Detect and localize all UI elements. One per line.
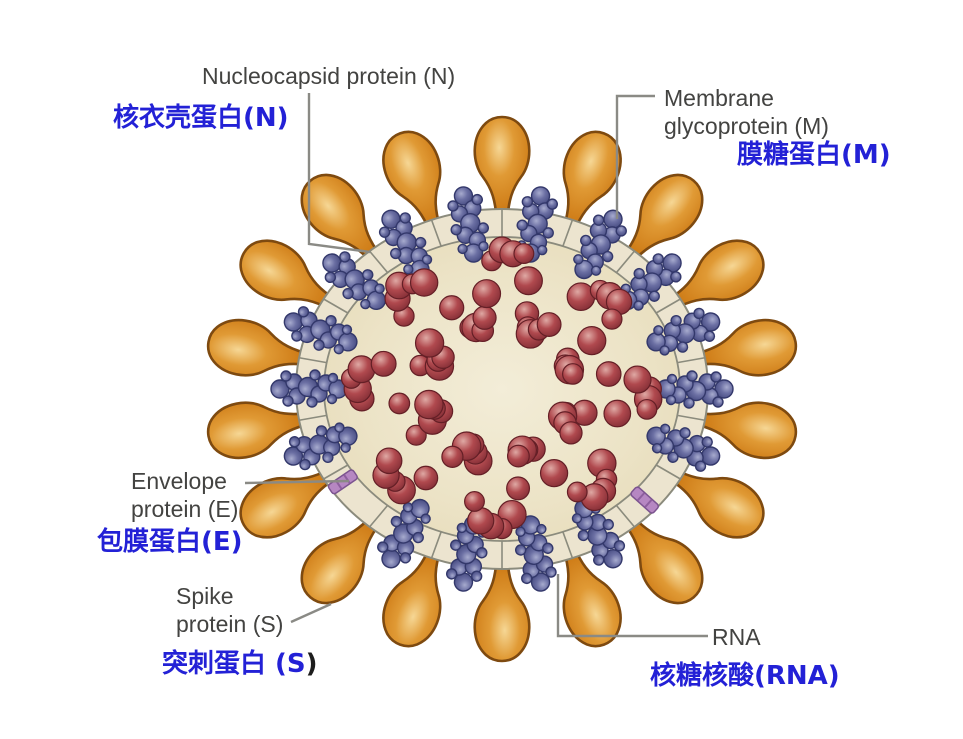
rna-bead — [623, 365, 652, 394]
membrane-segment-divider — [368, 504, 389, 528]
membrane-segment-divider — [562, 219, 574, 247]
rna-bead — [414, 328, 445, 358]
spike-protein — [473, 115, 531, 221]
membrane-glycoprotein-cluster — [447, 186, 490, 263]
rna-bead — [506, 444, 530, 468]
spike-protein — [692, 401, 798, 460]
membrane-segment-divider — [615, 504, 636, 528]
membrane-glycoprotein-cluster — [283, 306, 358, 355]
rna-bead — [472, 279, 502, 309]
rna-bead — [370, 350, 397, 377]
spike-protein — [300, 514, 382, 605]
label-spike-zh: 突刺蛋白 (S) — [162, 649, 318, 679]
spike-protein — [206, 401, 312, 460]
membrane-glycoprotein-cluster — [646, 307, 721, 356]
spike-protein — [562, 130, 622, 233]
rna-bead — [577, 326, 607, 356]
rna-bead — [566, 481, 588, 503]
label-nucleocapsid-zh: 核衣壳蛋白(N) — [113, 103, 289, 133]
membrane-glycoprotein-cluster — [646, 423, 721, 472]
spike-protein — [692, 318, 798, 377]
spike-protein — [473, 557, 531, 663]
membrane-segment-divider — [615, 250, 636, 274]
membrane-glycoprotein-cluster — [283, 422, 358, 471]
label-rna-en: RNA — [712, 624, 761, 650]
rna-bead — [601, 308, 623, 330]
membrane-glycoprotein-cluster — [656, 370, 734, 409]
spike-protein — [239, 467, 337, 539]
rna-bead — [413, 465, 439, 491]
leader-lines — [244, 93, 708, 638]
label-nucleocapsid-en: Nucleocapsid protein (N) — [202, 63, 456, 89]
rna-bead — [472, 305, 497, 330]
rna-bead — [464, 491, 485, 512]
membrane-segment-divider — [655, 464, 681, 480]
rna-bead — [467, 507, 495, 535]
membrane-segment-divider — [430, 219, 442, 247]
membrane-segment-divider — [655, 298, 681, 314]
rna-bead — [375, 447, 403, 475]
rna-bead — [409, 268, 439, 297]
membrane-segment-divider — [677, 356, 706, 364]
rna-bead — [603, 399, 632, 428]
rna-bead — [562, 363, 584, 385]
label-rna-zh: 核糖核酸(RNA) — [650, 661, 840, 691]
rna-bead — [595, 361, 622, 387]
leader-spike — [290, 602, 332, 624]
spike-protein — [382, 545, 442, 648]
spike-protein — [239, 239, 337, 311]
membrane-glycoprotein-cluster — [445, 515, 488, 592]
rna-bead — [439, 295, 465, 321]
label-envelope-en: Envelope protein (E) — [131, 468, 239, 522]
rna-bead — [405, 424, 427, 446]
membrane-glycoprotein-cluster — [516, 186, 559, 263]
membrane-glycoprotein-cluster — [270, 369, 348, 408]
label-membrane-en: Membrane glycoprotein (M) — [664, 85, 829, 139]
spike-protein — [622, 514, 704, 605]
rna-bead — [441, 445, 464, 468]
membrane-glycoprotein-cluster — [377, 498, 431, 569]
spike-protein — [667, 239, 765, 311]
rna-bead — [414, 389, 444, 420]
spike-protein — [300, 173, 382, 264]
rna-bead — [388, 392, 411, 415]
membrane-segment-divider — [368, 250, 389, 274]
label-envelope-zh: 包膜蛋白(E) — [97, 527, 243, 557]
spike-protein — [622, 173, 704, 264]
leader-nucleocapsid — [307, 93, 371, 254]
leader-membrane — [615, 94, 655, 219]
membrane-segment-divider — [562, 531, 574, 559]
membrane-glycoprotein-cluster — [514, 515, 557, 592]
rna-bead — [347, 355, 376, 384]
rna-nucleocapsid-chain — [340, 236, 663, 540]
rna-bead — [513, 243, 535, 265]
membrane-glycoprotein-cluster — [322, 251, 387, 310]
leader-rna — [556, 574, 708, 638]
label-spike-en: Spike protein (S) — [176, 583, 284, 637]
rna-bead — [536, 312, 562, 338]
membrane-glycoprotein-cluster — [573, 209, 627, 280]
leader-envelope — [244, 479, 350, 485]
rna-bead — [506, 476, 531, 501]
membrane-segment-divider — [323, 298, 349, 314]
envelope-protein-segment — [630, 486, 660, 514]
membrane-segment-divider — [430, 531, 442, 559]
membrane-segment-divider — [323, 464, 349, 480]
spike-protein — [206, 318, 312, 377]
spike-protein — [562, 545, 622, 648]
rna-bead — [636, 398, 658, 420]
membrane-segment-divider — [298, 356, 327, 364]
rna-bead — [514, 266, 543, 296]
rna-bead — [539, 458, 569, 488]
rna-bead — [559, 421, 583, 445]
label-membrane-zh: 膜糖蛋白(M) — [737, 140, 891, 170]
membrane-segment-divider — [677, 414, 706, 422]
membrane-segment-divider — [298, 414, 327, 422]
spike-protein — [667, 467, 765, 539]
spike-protein — [382, 130, 442, 233]
virus-body — [206, 115, 798, 663]
